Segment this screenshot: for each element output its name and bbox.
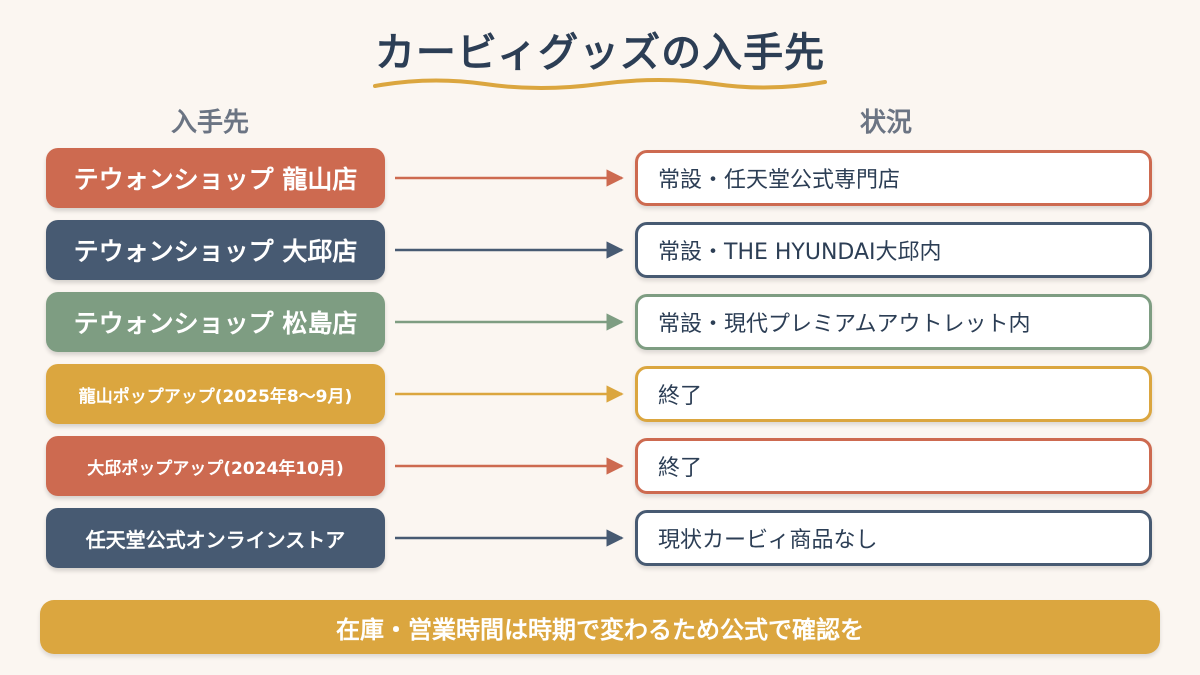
status-yongsan-popup: 終了	[635, 366, 1152, 422]
status-songdo-shop: 常設・現代プレミアムアウトレット内	[635, 294, 1152, 350]
footer-note: 在庫・営業時間は時期で変わるため公式で確認を	[40, 600, 1160, 654]
status-daegu-popup: 終了	[635, 438, 1152, 494]
source-songdo-shop: テウォンショップ 松島店	[46, 292, 385, 352]
source-column-header: 入手先	[171, 108, 250, 138]
status-column-header: 状況	[860, 108, 913, 138]
source-yongsan-shop: テウォンショップ 龍山店	[46, 148, 385, 208]
status-yongsan-shop: 常設・任天堂公式専門店	[635, 150, 1152, 206]
title-underline	[373, 78, 827, 90]
source-daegu-shop: テウォンショップ 大邱店	[46, 220, 385, 280]
status-online-store: 現状カービィ商品なし	[635, 510, 1152, 566]
source-daegu-popup: 大邱ポップアップ(2024年10月)	[46, 436, 385, 496]
source-yongsan-popup: 龍山ポップアップ(2025年8～9月)	[46, 364, 385, 424]
page-title: カービィグッズの入手先	[374, 30, 826, 76]
source-online-store: 任天堂公式オンラインストア	[46, 508, 385, 568]
status-daegu-shop: 常設・THE HYUNDAI大邱内	[635, 222, 1152, 278]
